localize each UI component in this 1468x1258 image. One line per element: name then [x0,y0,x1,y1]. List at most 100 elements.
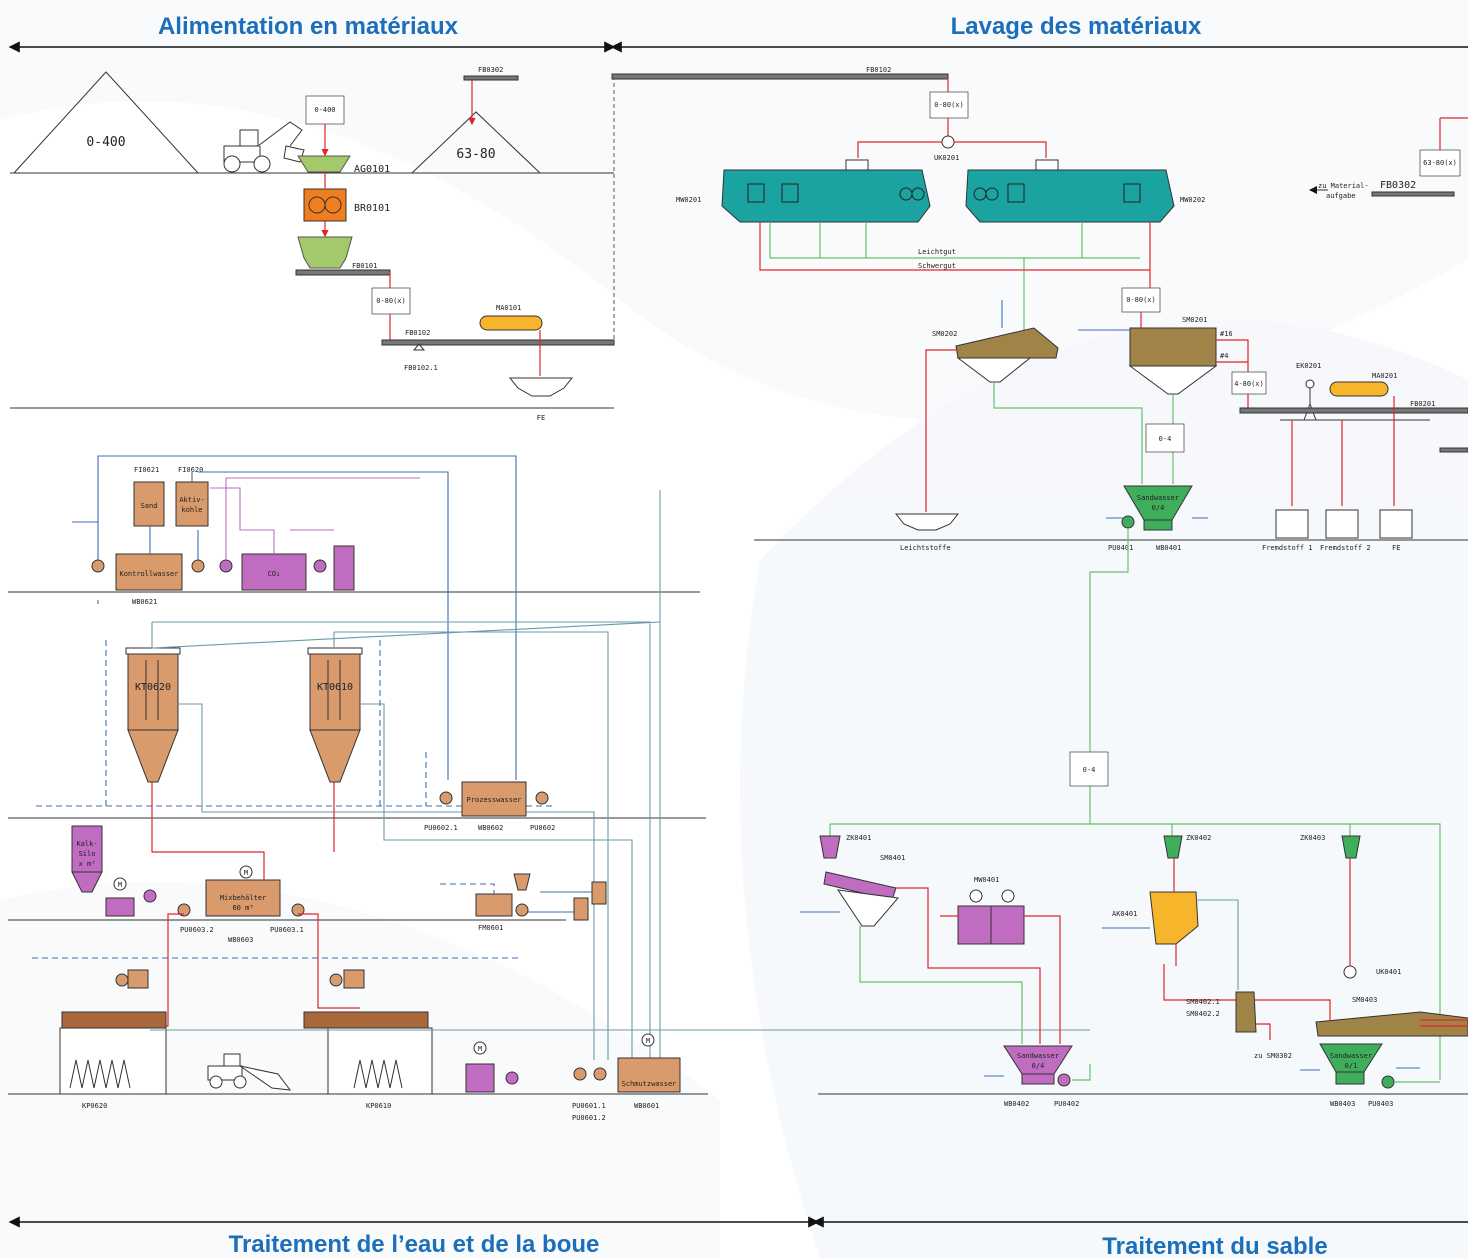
label-uk0201: UK0201 [934,154,959,162]
splitter-uk0201 [941,135,955,149]
motor-label: M [118,881,122,889]
section-title-feed: Alimentation en matériaux [158,13,459,40]
label-sandwasser-wb0401: Sandwasser [1137,494,1179,502]
magnet-ma0201 [1329,381,1389,397]
motor-icon [969,889,983,903]
label-ma0201: MA0201 [1372,372,1397,380]
label-fb0102: FB0102 [405,329,430,337]
label-screen-4: #4 [1220,352,1228,360]
section-title-water: Traitement de l’eau et de la boue [229,1231,600,1258]
label-fi0620: FI0620 [178,466,203,474]
pump-pu0403 [1381,1075,1395,1089]
label-mw0202: MW0202 [1180,196,1205,204]
washer-mw0202 [965,159,1175,223]
label-ma0101: MA0101 [496,304,521,312]
label-fe-wash: FE [1392,544,1400,552]
motor-icon [113,877,127,891]
label-schwergut: Schwergut [918,262,956,270]
label-sm0402-1: SM0402.1 [1186,998,1220,1006]
motor-icon [641,1033,655,1047]
label-sand-01-wb0403: 0/1 [1345,1062,1358,1070]
label-fb0302: FB0302 [1380,180,1416,191]
label-kohle: kohle [181,506,202,514]
label-sandwasser-wb0403: Sandwasser [1330,1052,1372,1060]
hopper-fb0101 [297,236,353,269]
range-box-4-80 [1231,371,1267,395]
label-sand-04-wb0401: 0/4 [1152,504,1165,512]
thickener-kt0610 [307,647,363,783]
bin-leichtstoffe [894,513,960,531]
label-zu-sm0302: zu SM0302 [1254,1052,1292,1060]
range-label: 4-80(x) [1234,380,1264,388]
magnet-ma0101 [479,315,543,331]
label-pu0402: PU0402 [1054,1100,1079,1108]
label-sm0402-2: SM0402.2 [1186,1010,1220,1018]
label-zk0401: ZK0401 [846,834,871,842]
label-pu0602-1: PU0602.1 [424,824,458,832]
range-box-wash-0-80 [929,91,969,119]
section-header-water: Traitement de l’eau et de la boue [8,1216,820,1258]
label-wb0402: WB0402 [1004,1100,1029,1108]
washer-mw0201 [721,159,931,223]
feed-section: 0-400 63-80 0-400 AG0101 BR0101 FB0101 0… [10,66,615,422]
stockpile-63-80 [410,111,542,174]
cyclone-zk0402 [1163,835,1183,859]
range-label: 63-80(x) [1423,159,1457,167]
label-kt0610: KT0610 [317,682,353,693]
label-fb0101: FB0101 [352,262,377,270]
filter-press-kp0620 [59,969,167,1095]
filter-press-kp0610 [303,969,433,1095]
sand-section: 0-4 ZK0401 ZK0402 ZK0403 SM0401 MW0401 A… [800,751,1468,1108]
motor-icon [239,865,253,879]
wheel-loader-icon [207,1053,292,1091]
label-ag0101: AG0101 [354,164,390,175]
wheel-loader-icon [223,121,305,173]
label-kontrollwasser: Kontrollwasser [119,570,178,578]
label-wb0603: WB0603 [228,936,253,944]
label-pu0601-2: PU0601.2 [572,1114,606,1122]
conveyor-fb0302 [1371,191,1455,197]
motor-label: M [244,869,248,877]
screen-sm0201 [1129,327,1217,367]
dosing-unit [465,1063,495,1093]
label-sm0403: SM0403 [1352,996,1377,1004]
label-ak0401: AK0401 [1112,910,1137,918]
conveyor-fb0102 [381,339,615,346]
label-br0101: BR0101 [354,203,390,214]
label-schmutzwasser: Schmutzwasser [622,1080,677,1088]
filter-fi0620 [175,481,209,527]
label-co2: CO₂ [268,570,281,578]
feeder-ag0101 [297,155,351,173]
tank-wb0603 [205,879,281,917]
label-mw0401: MW0401 [974,876,999,884]
label-pu0403: PU0403 [1368,1100,1393,1108]
pump-pu0402 [1057,1073,1071,1087]
bin-fe [508,377,574,397]
range-label: 0-80(x) [376,297,406,305]
splitter-uk0401 [1343,965,1357,979]
section-header-wash: Lavage des matériaux [610,13,1468,53]
stockpile-label-63-80: 63-80 [456,147,495,162]
label-aktiv: Aktiv- [179,496,204,504]
label-fremdstoff-1: Fremdstoff 1 [1262,544,1313,552]
section-header-feed: Alimentation en matériaux [8,13,616,53]
label-fm0601: FM0601 [478,924,503,932]
label-ek0201: EK0201 [1296,362,1321,370]
conveyor-fb0302-top [463,75,519,81]
label-sand-04-wb0402: 0/4 [1032,1062,1045,1070]
label-fb0102-1: FB0102.1 [404,364,438,372]
label-fb0102-wash: FB0102 [866,66,891,74]
stockpile-label-0-400: 0-400 [86,135,125,150]
cyclone-zk0401 [819,835,841,859]
label-sm0202: SM0202 [932,330,957,338]
thickener-kt0620 [125,647,181,783]
label-sand: Sand [141,502,158,510]
label-silo-vol: x m³ [79,860,96,868]
range-box-63-80 [1419,149,1461,177]
range-label: 0-4 [1159,435,1172,443]
classifier-ak0401 [1149,891,1199,945]
label-pu0602: PU0602 [530,824,555,832]
label-sm0401: SM0401 [880,854,905,862]
